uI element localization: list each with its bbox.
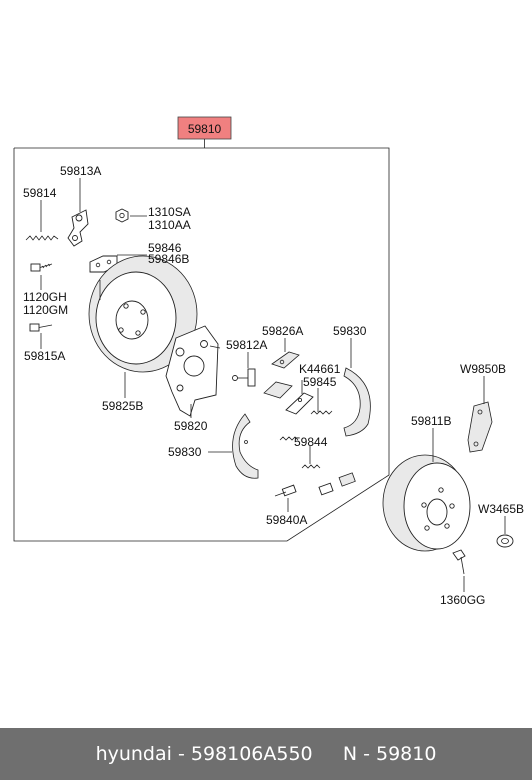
- part-59830-shoe-left: [232, 413, 259, 479]
- label-1310sa: 1310SA: [148, 205, 191, 219]
- part-1310sa-nut: [115, 208, 129, 223]
- main-ref-label: 59810: [188, 122, 222, 136]
- part-59820-backing-plate: [165, 325, 221, 417]
- part-k44661-adjuster: [285, 392, 314, 415]
- parts-diagram: 59810: [13, 116, 524, 607]
- label-59811b: 59811B: [411, 414, 451, 428]
- label-59846b: 59846B: [148, 252, 189, 266]
- label-59812a: 59812A: [226, 338, 267, 352]
- part-59813a-bracket: [67, 209, 89, 247]
- part-1120gh-bolt: [30, 263, 53, 272]
- leader-lines: [40, 178, 506, 592]
- label-59815a: 59815A: [24, 349, 65, 363]
- part-59840a-cylinder: [274, 472, 356, 497]
- label-59813a: 59813A: [60, 164, 101, 178]
- label-1120gm: 1120GM: [23, 303, 68, 317]
- label-59825b: 59825B: [102, 399, 143, 413]
- part-59825b-drum: [88, 255, 198, 373]
- assembly-outline: [13, 147, 390, 542]
- footer-bar: hyundai - 598106A550 N - 59810: [0, 728, 532, 780]
- part-59815a-bolt: [29, 323, 53, 332]
- label-59840a: 59840A: [266, 513, 307, 527]
- part-59844-spring: [279, 436, 321, 469]
- label-59844: 59844: [294, 435, 328, 449]
- label-1120gh: 1120GH: [23, 290, 67, 304]
- part-59830-shoe-right: [343, 367, 371, 437]
- label-1310aa: 1310AA: [148, 218, 191, 232]
- part-59814-spring: [25, 235, 59, 241]
- part-59826a-lever: [271, 351, 300, 369]
- label-59830-right: 59830: [333, 324, 367, 338]
- part-59845-spring: [310, 410, 333, 415]
- label-w3465b: W3465B: [478, 502, 524, 516]
- label-w9850b: W9850B: [460, 362, 506, 376]
- part-1360gg-bolt: [452, 549, 466, 575]
- part-59811b-disc: [382, 454, 471, 552]
- part-shim-plate: [263, 381, 293, 399]
- label-59845: 59845: [303, 375, 337, 389]
- part-59812a-pin: [232, 368, 256, 387]
- label-59830-left: 59830: [168, 445, 202, 459]
- label-59814: 59814: [23, 186, 57, 200]
- footer-text: hyundai - 598106A550 N - 59810: [95, 743, 437, 765]
- part-w3465b-nut: [496, 534, 514, 548]
- label-1360gg: 1360GG: [440, 593, 485, 607]
- label-k44661: K44661: [299, 362, 341, 376]
- label-59820: 59820: [174, 419, 208, 433]
- label-59826a: 59826A: [262, 324, 303, 338]
- part-w9850b-bracket: [467, 401, 493, 453]
- label-59846: 59846: [148, 241, 182, 255]
